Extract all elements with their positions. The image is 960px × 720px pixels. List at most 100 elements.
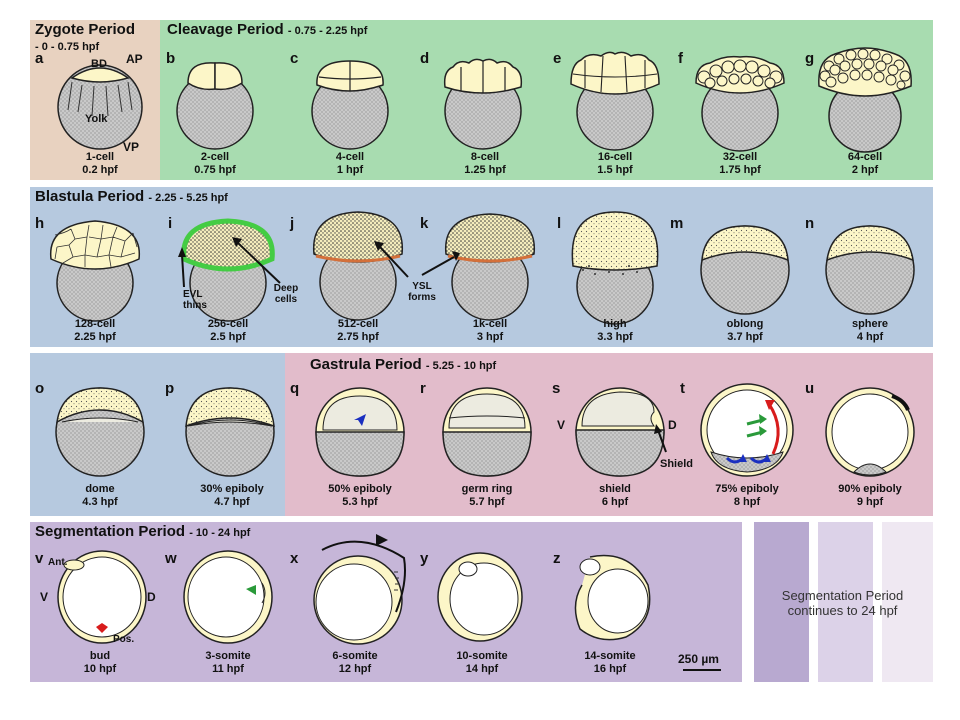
stage-letter-g: g (805, 50, 815, 67)
ysl-forms-label: YSL forms (408, 281, 436, 303)
scale-bar-label: 250 µm (678, 652, 719, 666)
embryo-l-high (571, 211, 659, 325)
bd-label: BD (91, 58, 107, 70)
stage-letter-p: p (165, 380, 175, 397)
embryo-t-75-percent-epiboly (700, 383, 794, 477)
cleavage-period-title: Cleavage Period - 0.75 - 2.25 hpf (167, 21, 368, 38)
embryo-x-6-somite (313, 534, 406, 645)
embryo-w-3-somite (183, 550, 273, 644)
embryo-e-sixteen-cell (570, 51, 660, 151)
dorsal-label-s: D (668, 418, 677, 432)
stage-letter-m: m (670, 215, 684, 232)
stage-letter-d: d (420, 50, 430, 67)
embryo-v-bud (57, 550, 147, 644)
deep-cells-label: Deep cells (273, 283, 299, 305)
embryo-u-90-percent-epiboly (825, 387, 915, 477)
embryo-g-sixtyfour-cell (818, 47, 912, 153)
blastula-period-title: Blastula Period - 2.25 - 5.25 hpf (35, 188, 228, 205)
stage-letter-n: n (805, 215, 815, 232)
stage-letter-q: q (290, 380, 300, 397)
vp-label: VP (123, 140, 140, 154)
stage-letter-j: j (290, 215, 295, 232)
dorsal-label-v: D (147, 590, 156, 604)
stage-letter-u: u (805, 380, 815, 397)
embryo-o-dome (55, 387, 145, 477)
embryo-b-two-cell (176, 62, 254, 150)
stage-letter-k: k (420, 215, 429, 232)
embryo-n-sphere (825, 225, 915, 315)
stage-letter-r: r (420, 380, 426, 397)
stage-letter-c: c (290, 50, 299, 67)
stage-letter-s: s (552, 380, 561, 397)
embryo-d-eight-cell (443, 58, 523, 150)
stage-letter-t: t (680, 380, 685, 397)
gastrula-period-title: Gastrula Period - 5.25 - 10 hpf (310, 356, 497, 373)
continuation-bar-2 (818, 522, 873, 682)
stage-letter-e: e (553, 50, 562, 67)
stage-letter-x: x (290, 550, 299, 567)
stage-letter-i: i (168, 215, 173, 232)
anterior-label: Ant. (48, 557, 68, 568)
posterior-label: Pos. (113, 634, 135, 645)
embryo-k-1k-cell (445, 213, 535, 321)
continuation-bar-1 (754, 522, 809, 682)
segmentation-period-title: Segmentation Period - 10 - 24 hpf (35, 523, 251, 540)
embryo-y-10-somite (437, 552, 523, 642)
embryo-m-oblong (700, 225, 790, 315)
cleavage-period-panel (160, 20, 933, 180)
embryo-p-30-percent-epiboly (185, 387, 275, 477)
embryo-a-one-cell (57, 64, 143, 150)
embryo-q-50-percent-epiboly (315, 387, 405, 477)
embryo-s-shield (575, 387, 667, 477)
stage-letter-b: b (166, 50, 176, 67)
scale-bar (683, 669, 721, 671)
stage-letter-o: o (35, 380, 45, 397)
ysl-forms-arrows (374, 241, 460, 278)
embryo-i-256-cell (181, 218, 275, 322)
stage-letter-w: w (165, 550, 177, 567)
zygote-period-title: Zygote Period (35, 21, 136, 38)
embryo-r-germ-ring (442, 387, 532, 477)
yolk-label: Yolk (85, 113, 108, 125)
ventral-label-s: V (557, 418, 566, 432)
embryo-z-14-somite (574, 554, 651, 641)
embryo-j-512-cell (313, 211, 403, 321)
stage-letter-z: z (553, 550, 561, 567)
embryo-h-128-cell (50, 220, 140, 322)
continuation-note: Segmentation Period continues to 24 hpf (781, 588, 904, 618)
embryo-f-thirtytwo-cell (695, 55, 785, 152)
continuation-bar-3 (882, 522, 933, 682)
shield-label: Shield (660, 458, 694, 470)
embryo-c-four-cell (311, 60, 389, 150)
stage-letter-y: y (420, 550, 429, 567)
stage-letter-l: l (557, 215, 562, 232)
zygote-period-subtitle: - 0 - 0.75 hpf (35, 41, 100, 53)
stage-letter-a: a (35, 50, 44, 67)
stage-letter-h: h (35, 215, 45, 232)
evl-thins-label: EVL thins (183, 289, 207, 311)
